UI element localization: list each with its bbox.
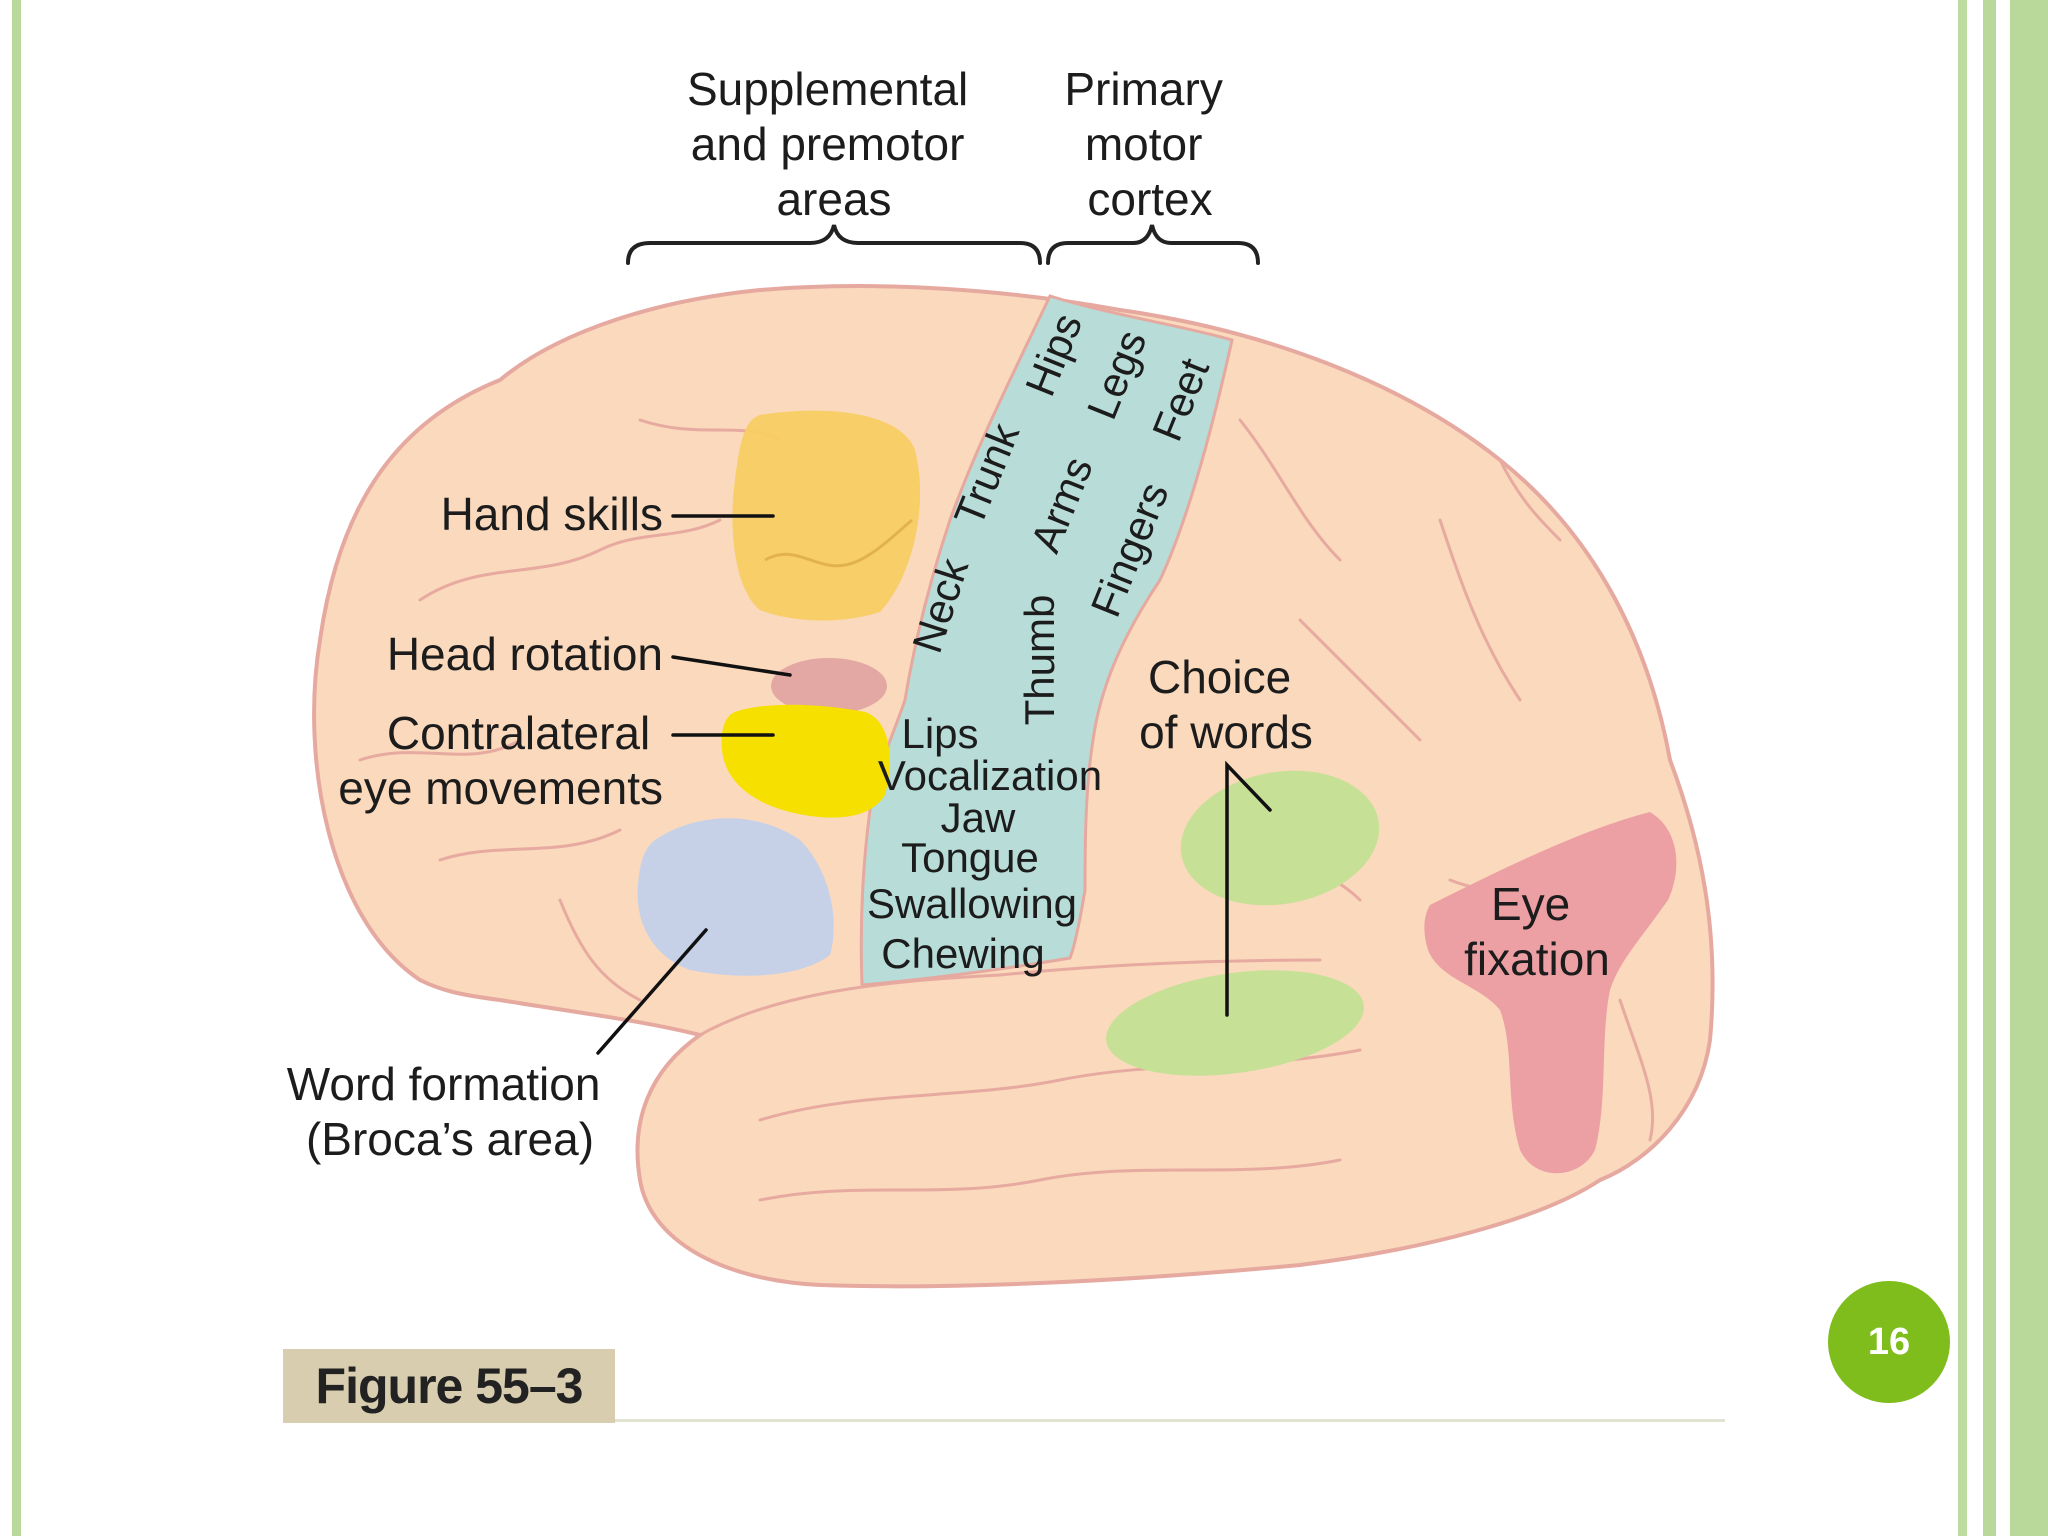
choice-line-2: of words [1139, 706, 1313, 758]
primary-heading-line-1: Primary [1064, 63, 1222, 115]
word-formation-line-2: (Broca’s area) [306, 1113, 594, 1165]
eye-fixation-label: Eye fixation [1464, 878, 1610, 985]
eye-movements-region [721, 704, 890, 818]
head-rotation-leader [671, 655, 792, 677]
motor-label-jaw: Jaw [941, 794, 1016, 841]
motor-label-lips: Lips [901, 710, 978, 757]
page-number-badge: 16 [1828, 1281, 1950, 1403]
hand-skills-sulcus [764, 518, 913, 568]
broca-leader [596, 928, 708, 1055]
caption-rule [615, 1419, 1725, 1422]
eye-fixation-line-1: Eye [1491, 878, 1570, 930]
contralateral-eye-movements-label: Contralateral eye movements [338, 707, 663, 814]
contralateral-line-1: Contralateral [387, 707, 650, 759]
broca-area-region [637, 818, 834, 976]
choice-of-words-region-upper [1180, 770, 1380, 906]
motor-label-thumb: Thumb [1016, 595, 1063, 726]
right-border-bar-1 [1958, 0, 1967, 1536]
supplemental-premotor-heading: Supplemental and premotor areas [687, 63, 981, 225]
supplemental-heading-line-1: Supplemental [687, 63, 968, 115]
contralateral-line-2: eye movements [338, 762, 663, 814]
choice-line-1: Choice [1148, 651, 1291, 703]
motor-label-vocalization: Vocalization [878, 752, 1102, 799]
supplemental-heading-line-3: areas [776, 173, 891, 225]
motor-label-chewing: Chewing [881, 930, 1044, 977]
hand-skills-region [732, 410, 921, 621]
head-rotation-region [771, 658, 887, 714]
head-rotation-label: Head rotation [387, 628, 663, 680]
supplemental-heading-line-2: and premotor [691, 118, 965, 170]
primary-motor-cortex-strip [859, 294, 1234, 987]
header-brackets [626, 224, 1260, 265]
primary-heading-line-2: motor [1085, 118, 1203, 170]
eye-fixation-line-2: fixation [1464, 933, 1610, 985]
hand-skills-label: Hand skills [441, 488, 663, 540]
primary-motor-cortex-heading: Primary motor cortex [1064, 63, 1235, 225]
choice-of-words-leader [1225, 760, 1272, 1017]
choice-of-words-region-lower [1106, 970, 1364, 1076]
right-border-bar-3 [2010, 0, 2048, 1536]
leader-lines [596, 514, 1272, 1055]
choice-of-words-label: Choice of words [1139, 651, 1313, 758]
right-border-bar-2 [1983, 0, 1996, 1536]
primary-heading-line-3: cortex [1087, 173, 1212, 225]
motor-label-swallowing: Swallowing [867, 880, 1077, 927]
eye-fixation-region [1424, 812, 1677, 1174]
motor-label-tongue: Tongue [901, 834, 1039, 881]
left-border-bar [12, 0, 21, 1536]
figure-caption: Figure 55–3 [283, 1349, 615, 1423]
brain-sulci [358, 418, 1655, 1202]
word-formation-line-1: Word formation [287, 1058, 601, 1110]
word-formation-label: Word formation (Broca’s area) [287, 1058, 613, 1165]
